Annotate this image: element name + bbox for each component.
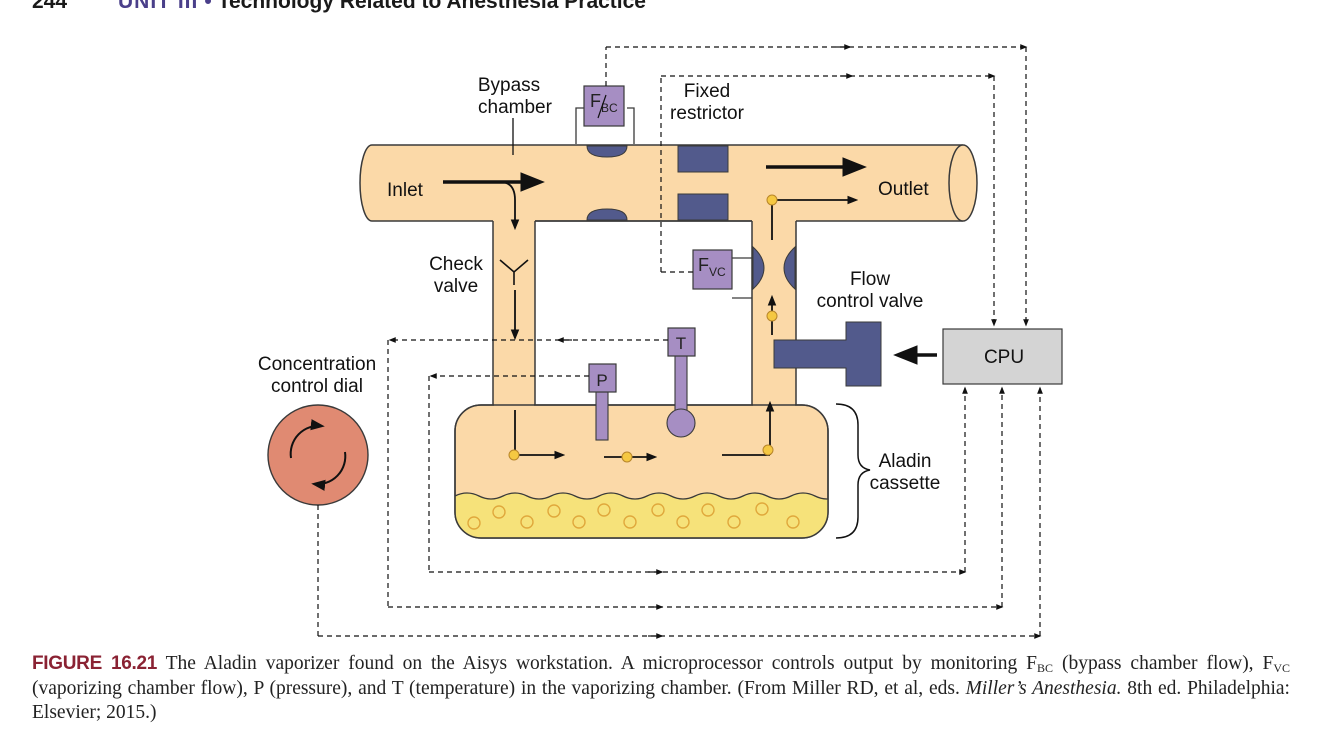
check-valve xyxy=(499,259,529,285)
conc-label-1: Concentration xyxy=(258,354,376,375)
flowvalve-label-1: Flow xyxy=(850,269,890,290)
inlet-label: Inlet xyxy=(387,180,424,201)
fixed-label-2: restrictor xyxy=(670,103,745,124)
page-number: 244 xyxy=(32,0,68,13)
figure-caption: FIGURE 16.21 The Aladin vaporizer found … xyxy=(32,652,1290,726)
fixed-restrictor xyxy=(677,145,729,221)
aladin-label-2: cassette xyxy=(870,473,941,494)
aladin-label-1: Aladin xyxy=(879,451,932,472)
check-label-2: valve xyxy=(434,276,478,297)
svg-text:FVC: FVC xyxy=(698,255,726,279)
outlet-label: Outlet xyxy=(878,179,929,200)
bypass-label-1: Bypass xyxy=(478,75,540,96)
figure-label: FIGURE 16.21 xyxy=(32,653,158,674)
flow-control-valve xyxy=(773,321,882,387)
svg-text:T: T xyxy=(676,334,686,353)
signal-lines xyxy=(317,44,1043,639)
outlet-end-cap xyxy=(948,144,978,222)
page-header: 244 UNIT III • Technology Related to Anesth… xyxy=(32,0,646,16)
caption-text-b: (bypass chamber flow), F xyxy=(1053,653,1274,674)
temperature-sensor: T xyxy=(666,327,696,438)
cassette-bracket xyxy=(835,403,871,539)
caption-sub-bc: BC xyxy=(1037,661,1054,675)
diagram-labels: Bypass chamber Fixed restrictor Inlet Ou… xyxy=(258,75,941,494)
caption-text-a: The Aladin vaporizer found on the Aisys … xyxy=(157,653,1038,674)
flowvalve-label-2: control valve xyxy=(817,291,924,312)
fixed-label-1: Fixed xyxy=(684,81,730,102)
pipe-outlines xyxy=(492,220,797,405)
aladin-vaporizer-diagram: FBC FVC T P CPU xyxy=(258,44,1063,639)
concentration-dial xyxy=(267,404,369,506)
vaporizing-orifice xyxy=(752,245,796,291)
vapor-bubbles xyxy=(508,194,778,463)
caption-text-d: 8th ed. Philadelphia: Elsevier; 2015.) xyxy=(32,677,1290,724)
main-pipe xyxy=(359,144,963,222)
liquid-anesthetic xyxy=(455,492,828,538)
cpu-box: CPU xyxy=(942,328,1063,385)
fvc-sensor: FVC xyxy=(692,249,752,299)
fbc-sensor: FBC xyxy=(575,85,635,144)
unit-label: UNIT III xyxy=(118,0,199,13)
left-vertical-pipe xyxy=(493,220,535,410)
bypass-label-2: chamber xyxy=(478,97,553,118)
bypass-orifice xyxy=(586,145,628,221)
conc-label-2: control dial xyxy=(271,376,363,397)
check-label-1: Check xyxy=(429,254,483,275)
caption-text-c: (vaporizing chamber flow), P (pressure),… xyxy=(32,677,966,699)
svg-text:P: P xyxy=(596,371,607,390)
pressure-sensor: P xyxy=(588,363,617,441)
signal-direction-arrows xyxy=(556,44,854,639)
caption-sub-vc: VC xyxy=(1273,661,1290,675)
caption-book-title: Miller’s Anesthesia. xyxy=(965,677,1122,699)
chapter-title: Technology Related to Anesthesia Practic… xyxy=(217,0,646,13)
svg-text:CPU: CPU xyxy=(984,347,1024,368)
svg-text:FBC: FBC xyxy=(590,91,618,115)
header-separator: • xyxy=(204,0,212,13)
gas-flow-arrows xyxy=(443,157,937,462)
